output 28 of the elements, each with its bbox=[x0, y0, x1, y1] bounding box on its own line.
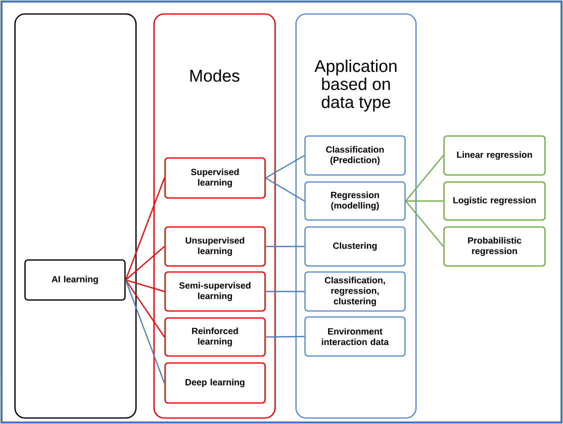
column-panel bbox=[14, 13, 137, 419]
rounded-box: Clustering bbox=[304, 226, 406, 267]
rounded-box: Logistic regression bbox=[443, 181, 546, 221]
rounded-box: Probabilistic regression bbox=[443, 226, 546, 267]
rounded-box: Reinforced learning bbox=[164, 317, 266, 357]
rounded-box: Classification (Prediction) bbox=[304, 135, 406, 176]
connector-line bbox=[266, 246, 304, 248]
connector-line bbox=[125, 178, 165, 280]
rounded-box: Linear regression bbox=[443, 135, 546, 176]
rounded-box: Supervised learning bbox=[164, 157, 266, 199]
connector-line bbox=[405, 155, 444, 202]
rounded-box: Regression (modelling) bbox=[304, 181, 406, 221]
connector-line bbox=[125, 280, 165, 338]
connector-line bbox=[405, 200, 444, 247]
rounded-box: Deep learning bbox=[164, 362, 266, 404]
connector-line bbox=[125, 280, 165, 384]
rounded-box: Environment interaction data bbox=[304, 316, 406, 357]
connector-line bbox=[125, 246, 165, 280]
rounded-box: Semi-supervised learning bbox=[164, 271, 266, 312]
connector-line bbox=[266, 336, 304, 338]
connector-line bbox=[125, 279, 165, 292]
connector-line bbox=[406, 200, 444, 202]
connector-line bbox=[265, 177, 305, 202]
connector-line bbox=[266, 290, 304, 292]
rounded-box: AI learning bbox=[24, 259, 126, 301]
rounded-box: Classification, regression, clustering bbox=[304, 271, 406, 312]
connector-line bbox=[265, 154, 305, 179]
rounded-box: Unsupervised learning bbox=[164, 226, 266, 267]
